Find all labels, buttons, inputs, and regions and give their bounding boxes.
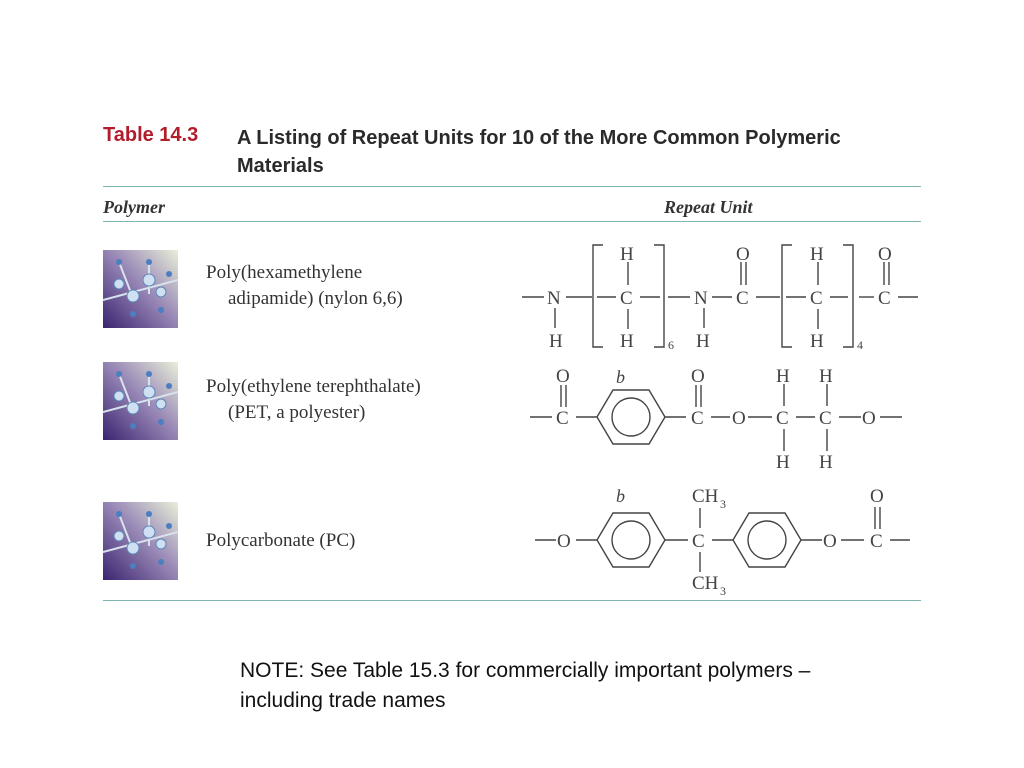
svg-text:O: O: [557, 531, 571, 552]
nylon-structure: [522, 244, 918, 348]
svg-text:H: H: [696, 331, 710, 352]
table-bottom-rule: [103, 600, 921, 601]
polymer-name-line: (PET, a polyester): [228, 402, 366, 423]
polymer-name-line: adipamide) (nylon 6,6): [228, 288, 403, 309]
svg-text:O: O: [878, 244, 892, 265]
svg-text:C: C: [736, 288, 749, 309]
svg-text:H: H: [810, 244, 824, 265]
svg-text:4: 4: [857, 338, 863, 352]
svg-text:O: O: [732, 408, 746, 429]
svg-text:b: b: [616, 367, 625, 387]
svg-text:O: O: [736, 244, 750, 265]
svg-text:N: N: [547, 288, 561, 309]
pet-structure: [530, 384, 902, 451]
column-header-repeat-unit: Repeat Unit: [664, 197, 753, 217]
svg-text:H: H: [819, 366, 833, 387]
svg-text:C: C: [878, 288, 891, 309]
molecule-icon: [103, 362, 178, 440]
svg-text:C: C: [692, 531, 705, 552]
svg-text:H: H: [819, 452, 833, 473]
polymer-name-pet: Poly(ethylene terephthalate) (PET, a pol…: [206, 374, 421, 426]
polymer-name-line: Polycarbonate (PC): [206, 530, 356, 551]
svg-text:C: C: [776, 408, 789, 429]
svg-text:N: N: [694, 288, 708, 309]
svg-text:CH: CH: [692, 486, 719, 507]
svg-text:O: O: [862, 408, 876, 429]
note-text: NOTE: See Table 15.3 for commercially im…: [240, 659, 811, 712]
svg-text:C: C: [810, 288, 823, 309]
header-top-rule: [103, 186, 921, 187]
polymer-name-line: Poly(hexamethylene: [206, 262, 363, 283]
polymer-name-nylon: Poly(hexamethylene adipamide) (nylon 6,6…: [206, 260, 403, 312]
svg-text:H: H: [776, 366, 790, 387]
header-bottom-rule: [103, 221, 921, 222]
polymer-name-pc: Polycarbonate (PC): [206, 528, 355, 554]
svg-text:H: H: [620, 331, 634, 352]
pc-structure: [535, 507, 910, 572]
svg-text:C: C: [620, 288, 633, 309]
molecule-icon: [103, 502, 178, 580]
svg-text:H: H: [549, 331, 563, 352]
svg-text:O: O: [691, 366, 705, 387]
svg-text:C: C: [819, 408, 832, 429]
svg-text:C: C: [691, 408, 704, 429]
table-title: A Listing of Repeat Units for 10 of the …: [237, 127, 841, 177]
svg-text:H: H: [620, 244, 634, 265]
svg-text:H: H: [776, 452, 790, 473]
svg-text:O: O: [823, 531, 837, 552]
svg-text:C: C: [556, 408, 569, 429]
svg-text:b: b: [616, 486, 625, 506]
svg-text:CH: CH: [692, 573, 719, 594]
molecule-icon: [103, 250, 178, 328]
svg-text:6: 6: [668, 338, 674, 352]
polymer-name-line: Poly(ethylene terephthalate): [206, 376, 421, 397]
svg-text:O: O: [556, 366, 570, 387]
svg-text:H: H: [810, 331, 824, 352]
svg-text:3: 3: [720, 584, 726, 598]
svg-text:C: C: [870, 531, 883, 552]
column-header-polymer: Polymer: [103, 197, 165, 217]
svg-text:3: 3: [720, 497, 726, 511]
svg-text:O: O: [870, 486, 884, 507]
table-label: Table 14.3: [103, 124, 199, 146]
